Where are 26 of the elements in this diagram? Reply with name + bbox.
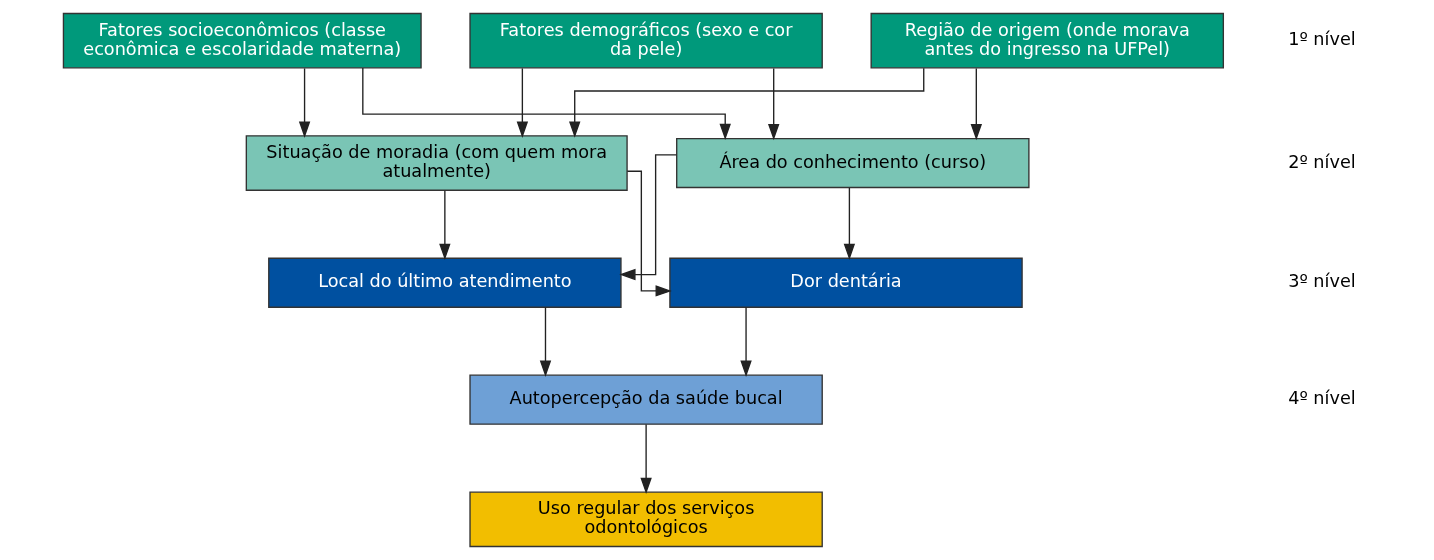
arrow (639, 423, 652, 495)
node-box: Fatores socioeconômicos (classe econômica e escolaridade materna) (62, 12, 422, 69)
arrow (626, 170, 672, 297)
node-box: Uso regular dos serviços odontológicos (468, 491, 823, 548)
arrow (568, 67, 924, 138)
arrow (618, 154, 677, 281)
arrow (539, 306, 551, 377)
arrow (739, 306, 752, 377)
node-box: Fatores demográficos (sexo e cor da pele) (468, 12, 823, 69)
label: 4º nível (1287, 388, 1356, 409)
arrow (767, 67, 779, 141)
node-box: Região de origem (onde morava antes do ingresso na UFPel) (870, 12, 1224, 69)
node-box: Área do conhecimento (curso) (675, 137, 1030, 189)
arrow (438, 190, 451, 260)
arrow (361, 67, 731, 141)
arrow (970, 67, 982, 141)
arrow (843, 187, 855, 260)
node-box: Dor dentária (668, 257, 1023, 308)
arrow (298, 67, 310, 138)
arrow (516, 67, 528, 138)
label: 2º nível (1287, 151, 1356, 172)
label: 1º nível (1287, 29, 1356, 50)
node-box: Situação de moradia (com quem mora atualmente) (245, 135, 628, 191)
label: 3º nível (1287, 271, 1356, 292)
node-box: Local do último atendimento (267, 257, 622, 308)
node-box: Autopercepção da saúde bucal (468, 374, 823, 425)
